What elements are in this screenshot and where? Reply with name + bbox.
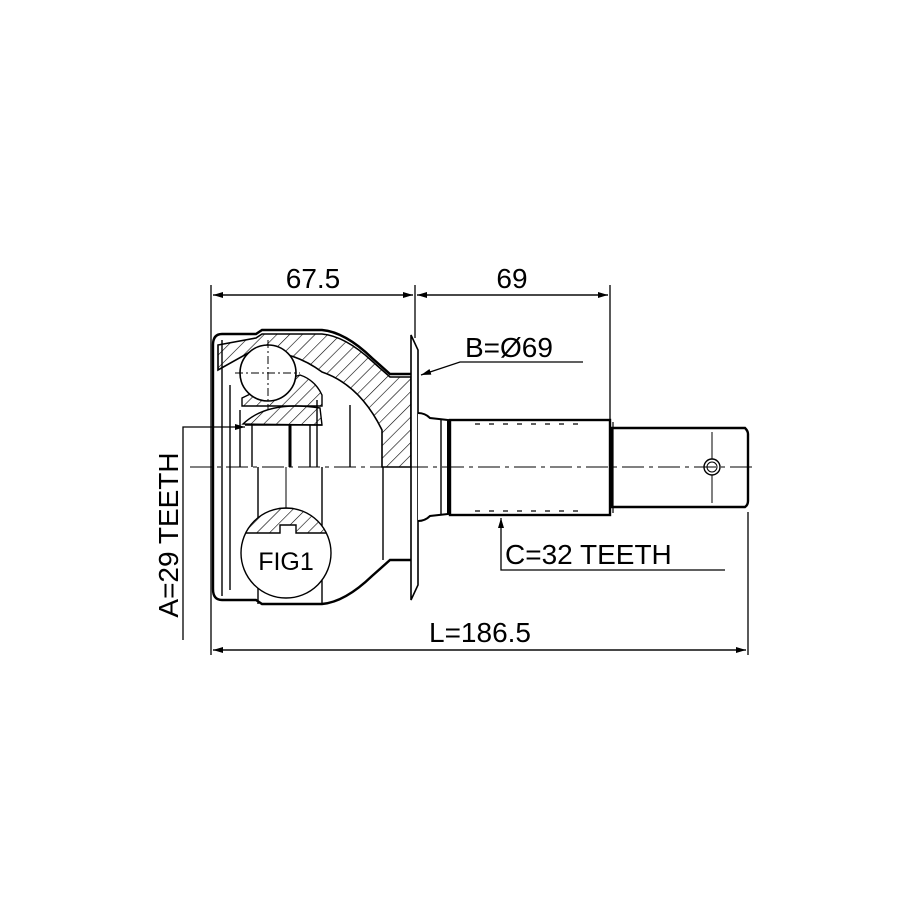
c-teeth-label: C=32 TEETH xyxy=(505,539,672,570)
fig1-label: FIG1 xyxy=(258,548,314,576)
fig1-detail: FIG1 xyxy=(240,467,332,599)
b-leader xyxy=(420,361,583,376)
c-leader xyxy=(498,518,725,571)
extension-lines xyxy=(210,285,749,655)
length-label: L=186.5 xyxy=(429,617,531,648)
a-leader xyxy=(182,424,245,640)
dimension-67-5: 67.5 xyxy=(286,263,341,294)
b-diameter-label: B=Ø69 xyxy=(465,332,553,363)
dimension-69: 69 xyxy=(496,263,527,294)
a-teeth-label: A=29 TEETH xyxy=(153,452,184,617)
dimension-lines xyxy=(213,292,746,653)
